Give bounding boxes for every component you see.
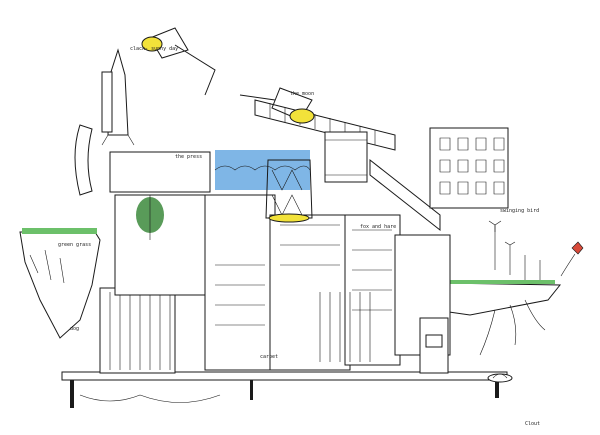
note-carpet: carpet xyxy=(260,354,278,360)
plant xyxy=(136,195,164,240)
telephone xyxy=(74,124,93,196)
bottom-platform xyxy=(61,371,508,408)
note-lamp: clack- sunny day xyxy=(130,46,178,52)
townhouse xyxy=(429,127,509,209)
note-green-grass: green grass xyxy=(58,242,91,248)
note-moon: the moon xyxy=(290,91,314,97)
note-fox: fox and hare xyxy=(360,224,396,230)
desk-lamp-right xyxy=(239,87,315,124)
signature: Clout xyxy=(525,421,540,427)
lantern xyxy=(419,317,449,374)
lampshades xyxy=(265,131,368,223)
central-tower xyxy=(109,151,451,371)
note-dog: dog xyxy=(70,326,79,332)
windmills xyxy=(488,220,541,280)
grass-strip xyxy=(22,228,97,234)
note-swinging-bird: swinging bird xyxy=(500,208,539,214)
lampshade-right xyxy=(324,131,368,183)
radiator xyxy=(99,287,176,374)
desk-lamp-top xyxy=(141,27,216,96)
left-island xyxy=(19,228,101,339)
lampshade-center xyxy=(265,159,313,219)
kite xyxy=(560,241,584,277)
ufo xyxy=(487,373,513,383)
right-grass xyxy=(430,280,555,284)
rocket xyxy=(101,48,135,146)
sky-window xyxy=(215,150,310,190)
note-press: the press xyxy=(175,154,202,160)
